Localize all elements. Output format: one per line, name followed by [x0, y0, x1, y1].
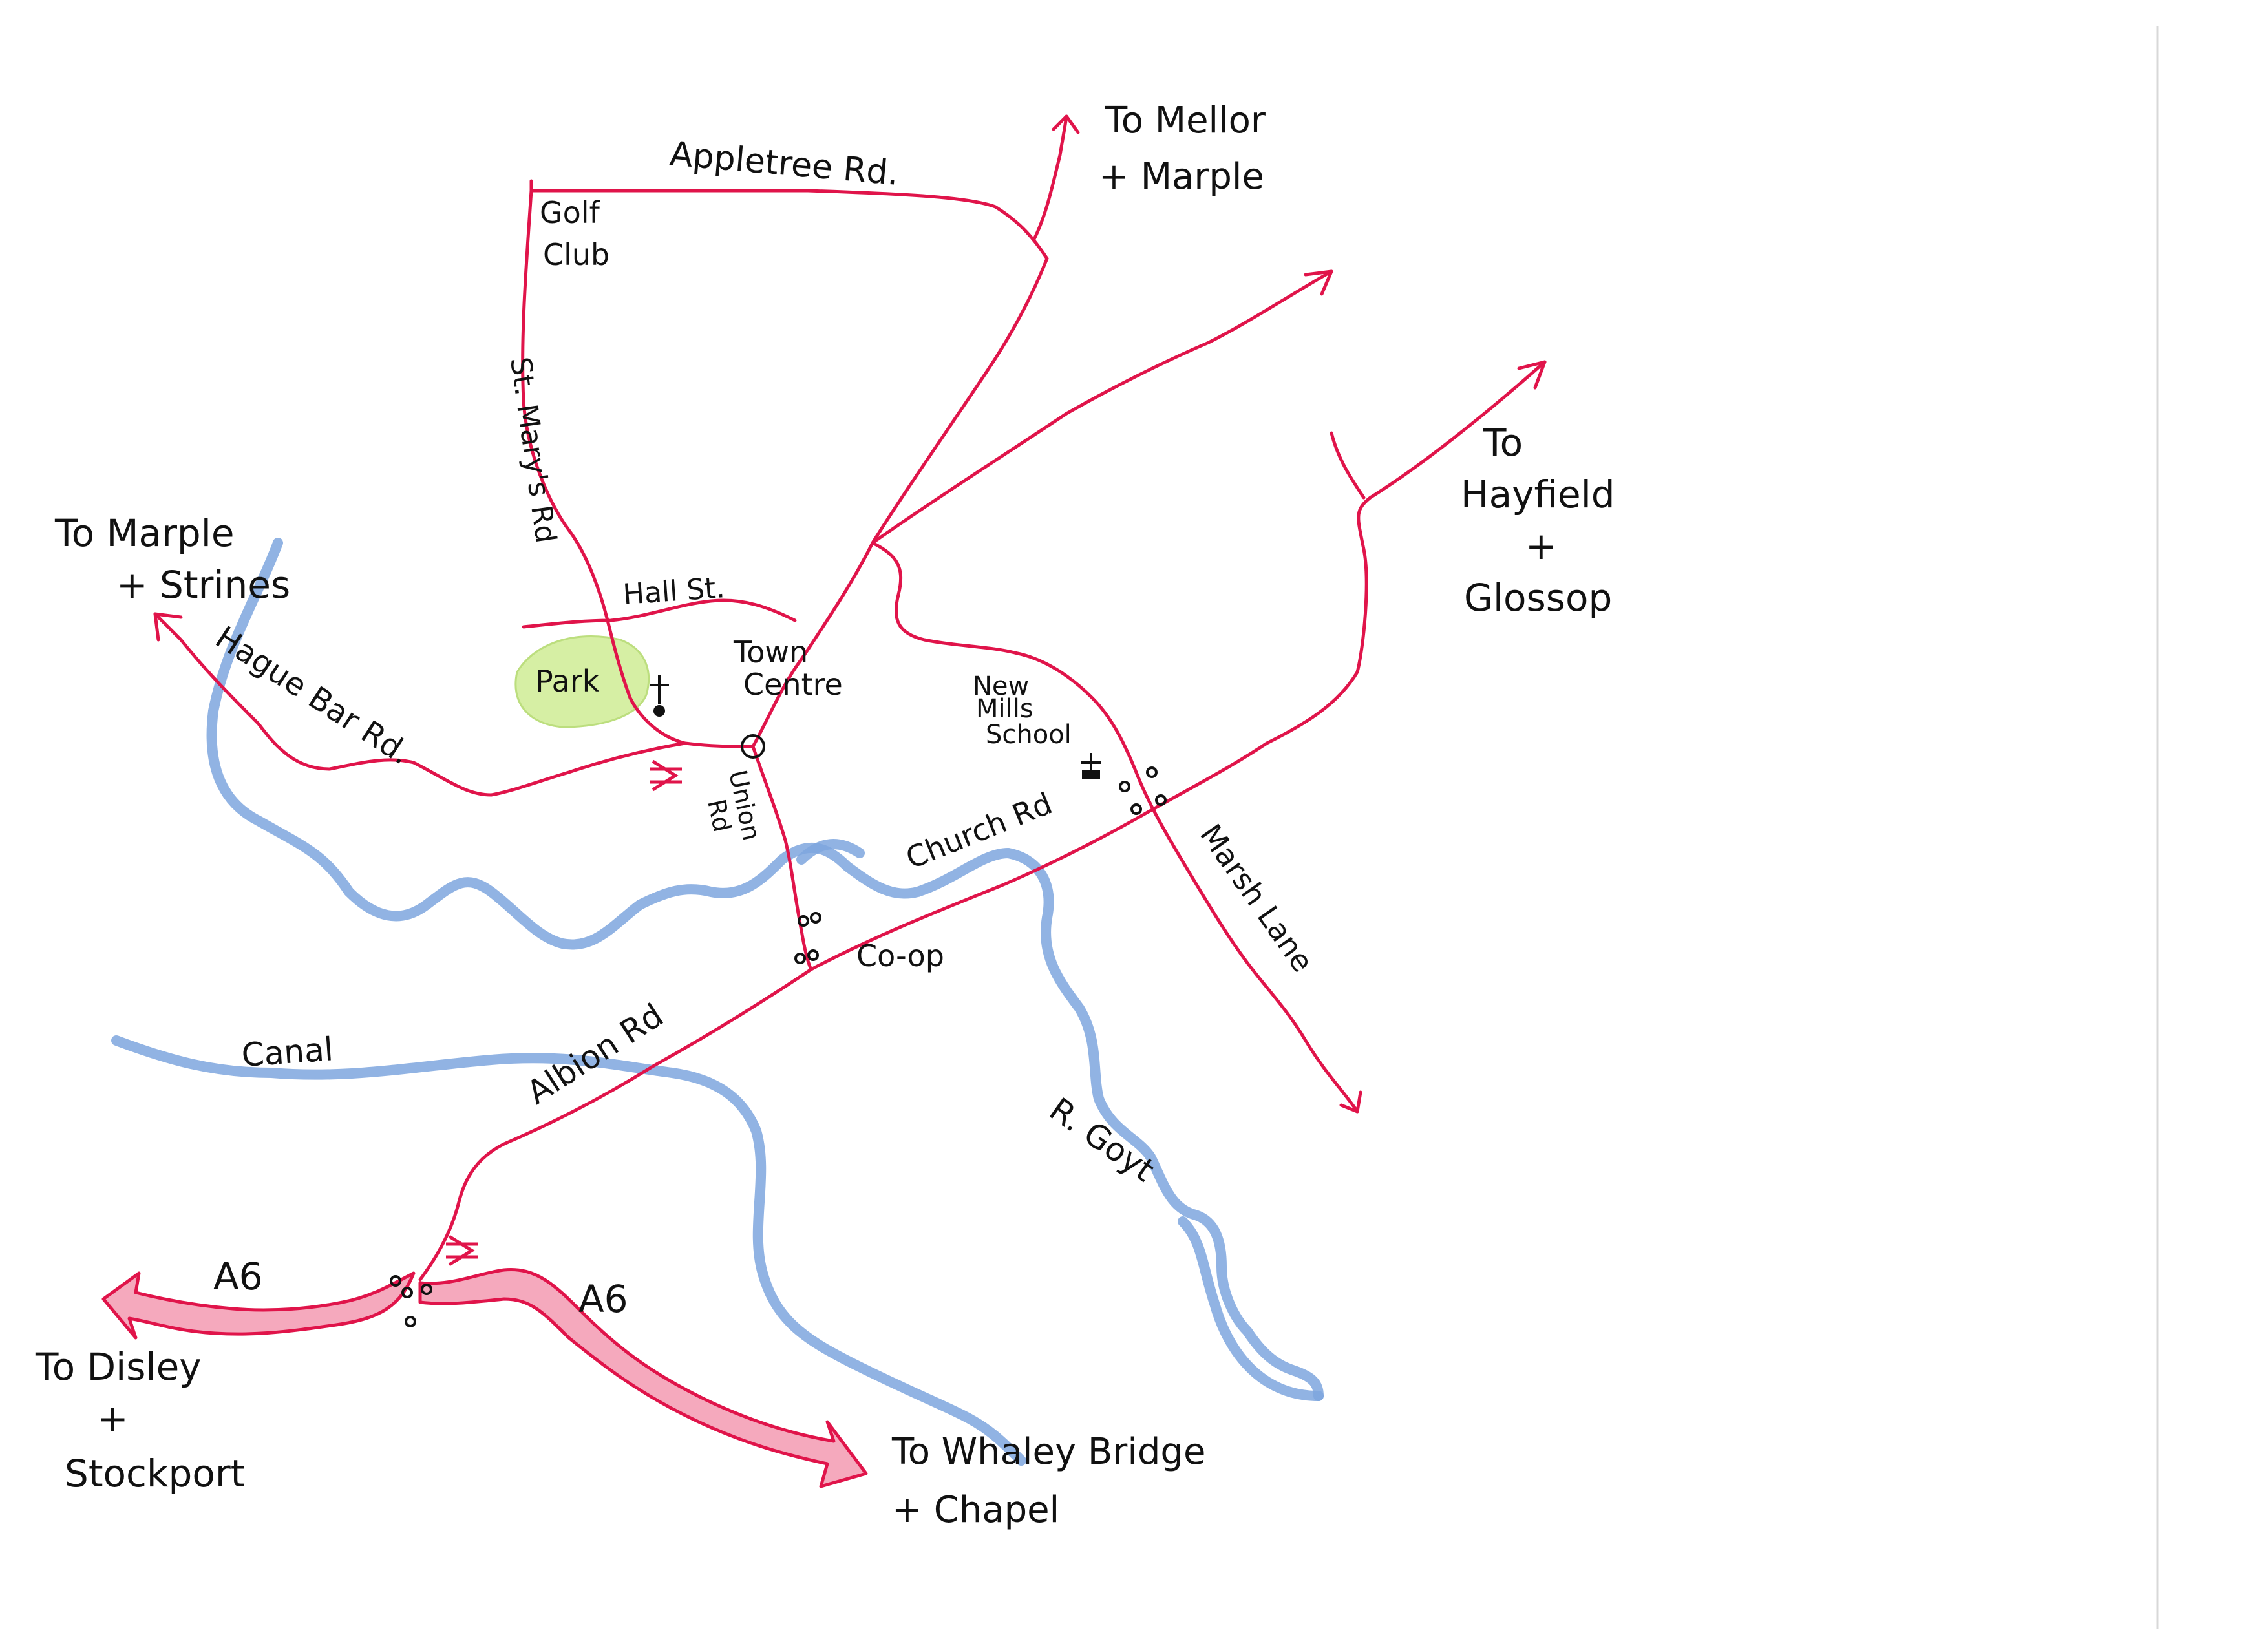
st-marys-road: [521, 189, 609, 622]
park-label: Park: [535, 664, 600, 699]
traffic-lights-icon: [1119, 766, 1167, 815]
hall-st-label: Hall St.: [622, 571, 726, 611]
albion-road: [418, 967, 813, 1282]
st-marys-rd-label: St. Mary's Rd: [503, 355, 562, 545]
railway-station-icon: [650, 759, 682, 792]
strines-label: + Strines: [116, 563, 290, 607]
traffic-lights-icon: [390, 1275, 432, 1327]
to-marple-label: To Marple: [54, 511, 235, 555]
to-disley-label: To Disley: [35, 1345, 202, 1389]
marsh-lane-arrowhead: [1339, 1090, 1362, 1114]
water-features: [111, 538, 1324, 1466]
river-goyt-upper: [206, 538, 1324, 1401]
a6-west-arrow: [101, 1271, 416, 1340]
a6-west-label: A6: [213, 1254, 263, 1298]
union-road: [751, 745, 813, 971]
mellor-arrowhead: [1052, 114, 1080, 134]
mellor-marple-label: + Marple: [1099, 156, 1264, 198]
canal-label: Canal: [240, 1030, 334, 1074]
centre-label: Centre: [743, 667, 843, 702]
mellor-road: [751, 257, 1049, 748]
st-marys-south: [606, 618, 755, 748]
hayfield-label: Hayfield: [1461, 472, 1615, 516]
to-hayfield-label: To: [1483, 421, 1523, 465]
marsh-lane: [1136, 774, 1359, 1114]
school-road: [871, 541, 1139, 777]
river-goyt-lower: [1178, 1216, 1324, 1401]
appletree-road: [529, 189, 1049, 260]
hague-bar-arrowhead: [153, 612, 183, 642]
road-network: [153, 114, 1547, 1282]
a6-east-label: A6: [578, 1277, 628, 1321]
church-cross-icon: [650, 675, 669, 717]
a6-east-arrow: [418, 1267, 868, 1488]
church-road: [809, 670, 1359, 971]
town-centre-circle-icon: [741, 734, 765, 759]
new-label: New: [973, 671, 1029, 701]
golf-label: Golf: [540, 195, 601, 230]
disley-plus-label: +: [97, 1397, 129, 1441]
a6-trunk-road: [101, 1267, 868, 1488]
hayfield-arrowhead: [1517, 360, 1547, 390]
hayfield-spur: [1330, 431, 1366, 500]
stockport-label: Stockport: [65, 1452, 245, 1495]
rd-label: Rd: [702, 797, 737, 835]
river-upper-branch: [796, 839, 865, 865]
glossop-label: Glossop: [1464, 576, 1612, 620]
park-area: [514, 635, 650, 728]
traffic-lights-icon: [794, 912, 821, 964]
chapel-label: + Chapel: [892, 1489, 1059, 1531]
club-label: Club: [543, 237, 609, 272]
marsh-lane-label: Marsh Lane: [1193, 818, 1320, 978]
to-mellor-label: To Mellor: [1105, 100, 1266, 142]
mills-label: Mills: [976, 694, 1033, 724]
hayfield-plus-label: +: [1525, 524, 1557, 568]
hayfield-road: [1355, 360, 1547, 674]
hague-bar-road: [153, 612, 687, 797]
co-op-label: Co-op: [856, 938, 944, 973]
northeast-arrowhead: [1304, 269, 1333, 296]
hall-street: [522, 598, 797, 629]
to-whaley-label: To Whaley Bridge: [891, 1431, 1205, 1473]
canal-line: [111, 1035, 1026, 1466]
school-icon: [1081, 753, 1101, 779]
railway-station-icon: [446, 1234, 478, 1267]
town-label: Town: [733, 635, 808, 670]
school-label: School: [986, 720, 1072, 750]
northeast-road: [871, 269, 1333, 545]
mellor-road-north: [1032, 114, 1068, 241]
appletree-rd-label: Appletree Rd.: [668, 134, 900, 193]
hague-bar-rd-label: Hague Bar Rd.: [209, 619, 417, 772]
